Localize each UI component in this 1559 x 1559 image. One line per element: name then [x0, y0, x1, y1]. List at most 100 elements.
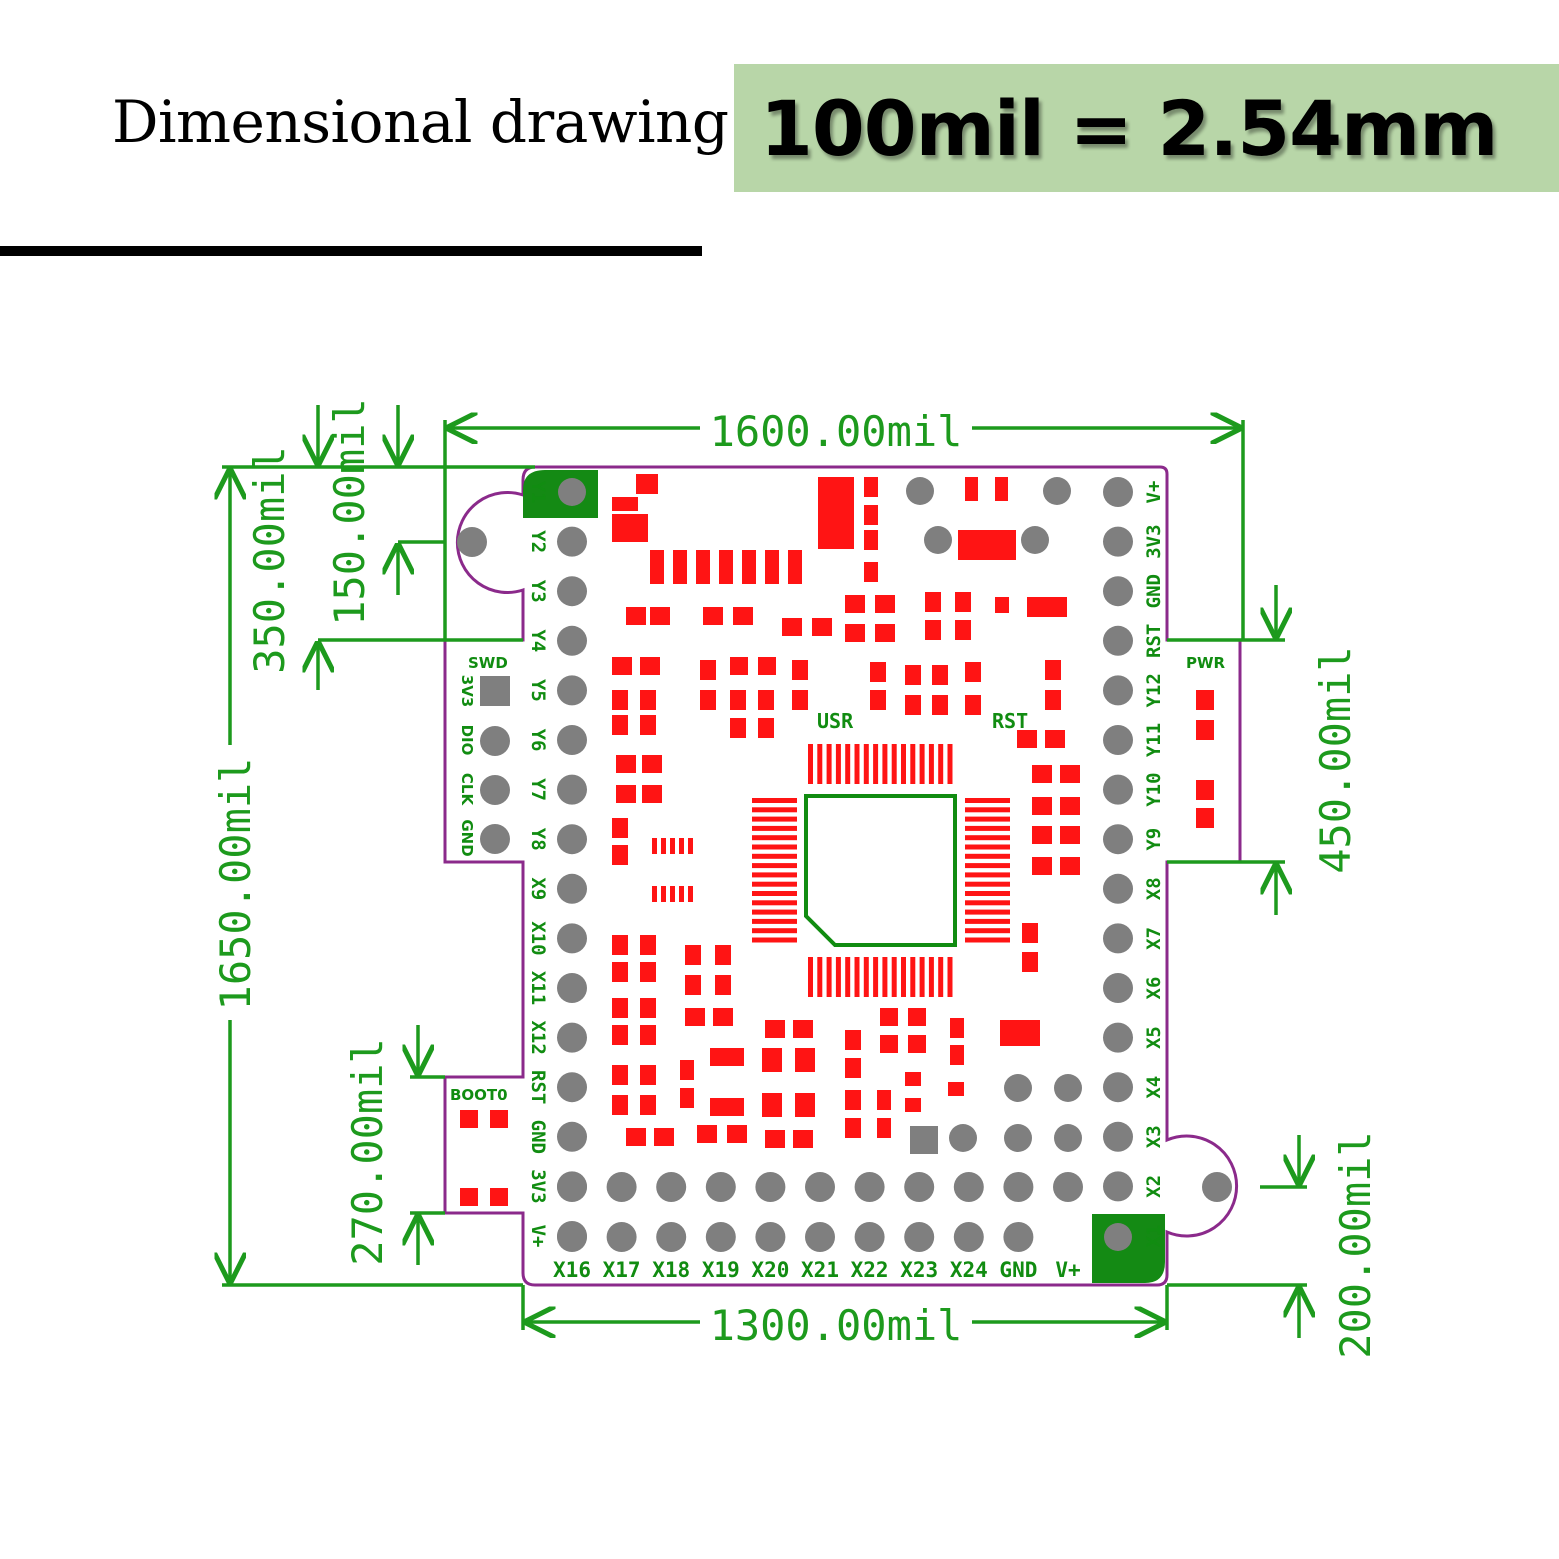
- smd-pad: [730, 718, 746, 738]
- smd-pad: [612, 497, 638, 511]
- via-bottom-row1: [606, 1172, 637, 1202]
- via-bottom-row2: [904, 1222, 935, 1252]
- mcu-pin: [752, 863, 797, 869]
- smd-pad: [713, 1008, 733, 1026]
- smd-pad-row: [765, 550, 779, 584]
- corner-pad-bottom-right: [1092, 1214, 1165, 1283]
- smd-pad: [877, 1118, 891, 1138]
- right-header-label: X4: [1143, 1076, 1165, 1099]
- mcu-pin: [965, 872, 1010, 878]
- smd-pad: [758, 657, 776, 675]
- left-header-label: X11: [527, 971, 549, 1005]
- usr-label: USR: [817, 709, 854, 733]
- mcu-pin: [752, 825, 797, 831]
- via-bottom-row2: [953, 1222, 984, 1252]
- via-bottom-row1: [953, 1172, 984, 1202]
- mcu-pin: [882, 957, 888, 997]
- smd-pad: [730, 690, 746, 710]
- smd-pad: [762, 1093, 782, 1117]
- smd-pad: [795, 1093, 815, 1117]
- mcu-pin: [882, 744, 888, 784]
- smd-pad: [730, 657, 748, 675]
- mcu-pin: [752, 844, 797, 850]
- via-right: [1103, 477, 1133, 507]
- via-extra: [949, 1124, 977, 1152]
- smd-pad: [612, 935, 628, 955]
- via-bottom-row2: [755, 1222, 786, 1252]
- smd-pad-small: [688, 838, 693, 854]
- mcu-pin: [965, 798, 1010, 803]
- right-header-label: Y10: [1143, 772, 1165, 806]
- right-header-label: Y12: [1143, 673, 1165, 707]
- mcu-pin: [808, 744, 813, 784]
- mcu-pin: [928, 744, 934, 784]
- bottom-header-label: X16: [553, 1258, 591, 1282]
- smd-pad: [1060, 826, 1080, 844]
- mcu-pin: [965, 835, 1010, 841]
- left-header-label: V+: [527, 1225, 549, 1248]
- mcu-pin: [965, 853, 1010, 859]
- mcu-pin: [891, 957, 897, 997]
- smd-pad: [1060, 857, 1080, 875]
- via-bottom-row1: [805, 1172, 835, 1202]
- mcu-pin: [965, 863, 1010, 869]
- mcu-pin: [947, 957, 953, 997]
- smd-pad: [965, 477, 978, 501]
- smd-components: [460, 474, 1214, 1206]
- mcu-pin: [752, 872, 797, 878]
- via-left: [557, 923, 587, 954]
- mcu-pin: [901, 744, 906, 784]
- left-header-label: Y8: [527, 828, 549, 851]
- smd-pad: [640, 962, 656, 982]
- swd-pin-label: CLK: [458, 773, 476, 807]
- mcu-pin: [835, 957, 841, 997]
- smd-pad: [870, 690, 886, 710]
- boot-label: BOOT0: [450, 1086, 508, 1104]
- dim-bottom-width: 1300.00mil: [710, 1301, 963, 1350]
- mcu-pin: [901, 957, 906, 997]
- smd-pad: [905, 1098, 921, 1112]
- smd-pad-small: [679, 838, 684, 854]
- right-header-label: RST: [1143, 624, 1165, 658]
- smd-pad: [875, 624, 895, 642]
- smd-pad: [640, 1025, 656, 1045]
- via-left: [557, 824, 587, 855]
- page-title: Dimensional drawing: [112, 88, 729, 156]
- smd-pad: [1060, 765, 1080, 783]
- smd-pad: [948, 1082, 964, 1096]
- right-header-label: X5: [1143, 1026, 1165, 1049]
- dimension-lines: [222, 405, 1307, 1338]
- right-header-label: GND: [1143, 574, 1165, 608]
- smd-pad-small: [670, 838, 675, 854]
- smd-pad: [818, 477, 854, 549]
- right-header-label: X2: [1143, 1175, 1165, 1198]
- via-bottom-row2: [805, 1222, 835, 1252]
- mcu-pin: [965, 900, 1010, 906]
- mcu-pin: [845, 957, 851, 997]
- smd-pad: [908, 1008, 926, 1026]
- mcu-pin: [938, 957, 944, 997]
- smd-pad: [490, 1110, 508, 1128]
- left-header-label: Y4: [527, 629, 549, 652]
- smd-pad: [640, 1095, 656, 1115]
- via-bottom-row1: [854, 1172, 885, 1202]
- mcu-pin: [752, 900, 797, 906]
- right-header-label: X1: [1143, 1225, 1165, 1248]
- via-right: [1103, 824, 1133, 855]
- right-header-label: X8: [1143, 877, 1165, 900]
- smd-pad: [703, 607, 723, 625]
- smd-pad: [845, 1058, 861, 1078]
- smd-pad: [715, 975, 731, 995]
- mcu-pin: [910, 957, 916, 997]
- smd-pad: [1022, 923, 1038, 943]
- dim-top-left-tab: 350.00mil: [245, 446, 294, 674]
- via-corner-br: [1104, 1223, 1132, 1251]
- mcu-pin: [965, 881, 1010, 887]
- smd-pad: [925, 620, 941, 640]
- mcu-pin: [965, 891, 1010, 896]
- via-right: [1103, 923, 1133, 954]
- mcu-pin: [965, 918, 1010, 924]
- via-extra: [1004, 1124, 1032, 1152]
